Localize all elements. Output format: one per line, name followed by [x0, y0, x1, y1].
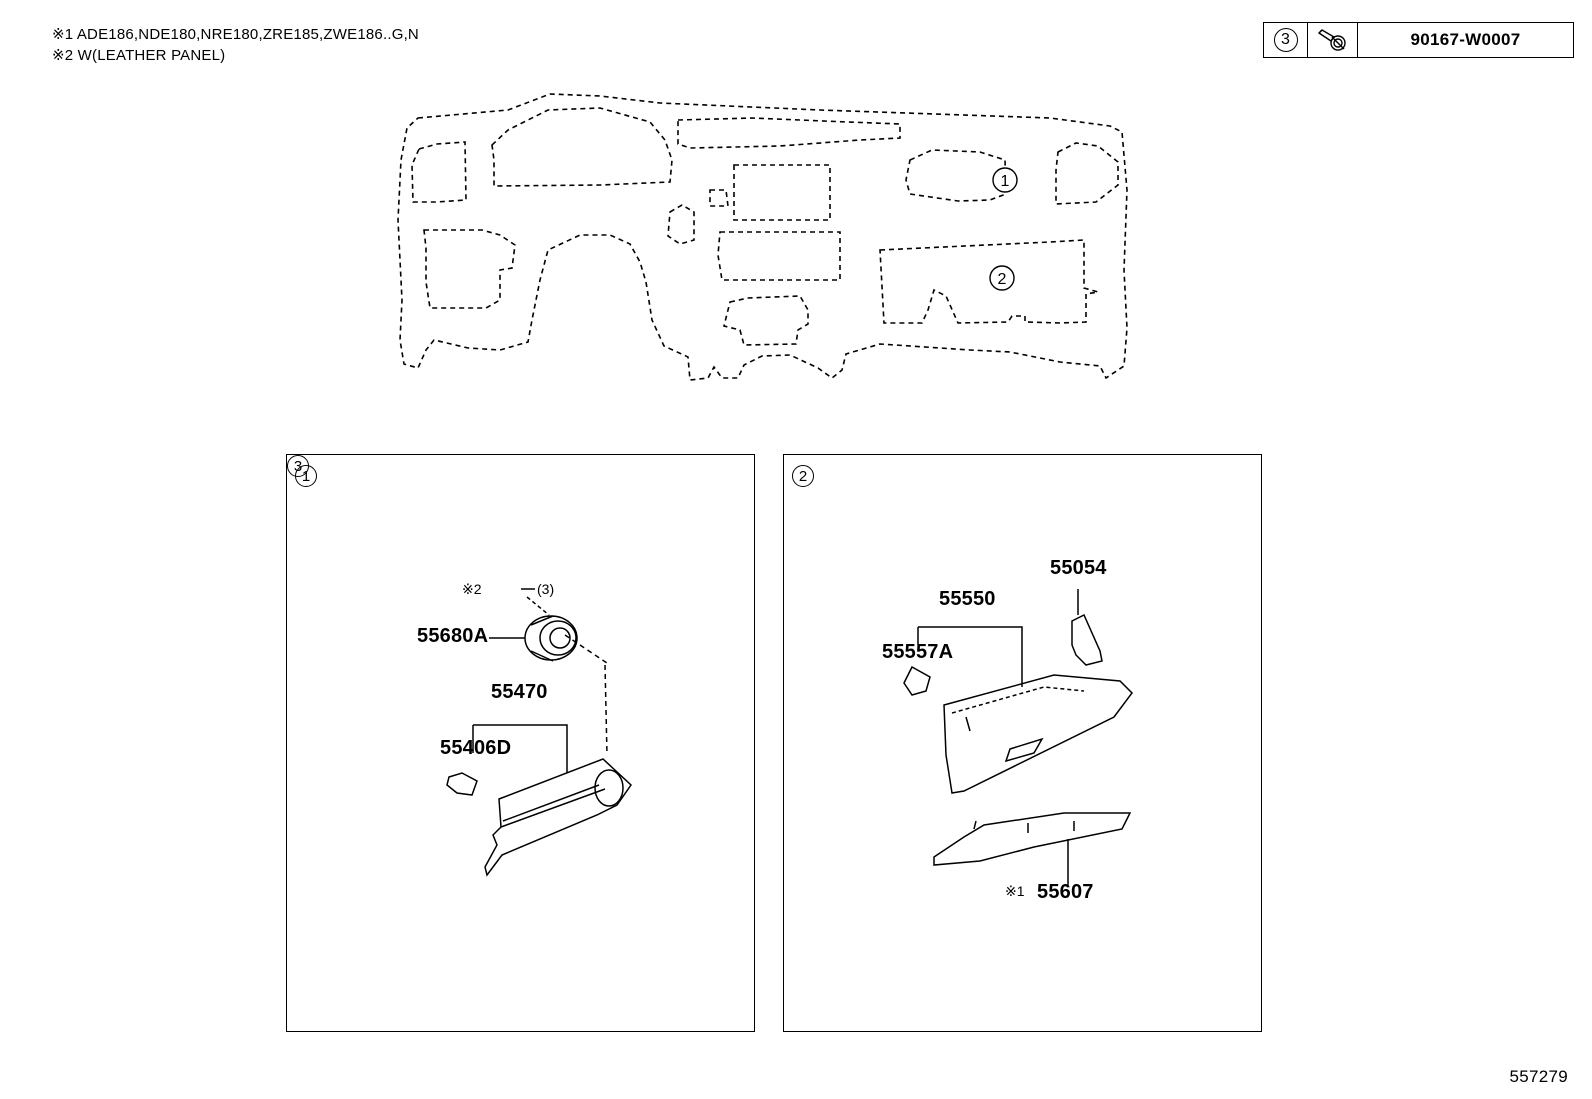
panel-2-illustration — [903, 589, 1133, 885]
part-label-55680a: 55680A — [417, 625, 489, 647]
legend-icon-cell — [1308, 23, 1358, 57]
note-mark-1: ※1 — [1005, 883, 1025, 899]
fastener-quantity: (3) — [537, 581, 555, 597]
part-label-55054: 55054 — [1050, 557, 1107, 579]
overview-callout-1: 1 — [1001, 173, 1010, 190]
note-mark-2: ※2 — [462, 581, 482, 597]
applicability-note-1: ※1 ADE186,NDE180,NRE180,ZRE185,ZWE186..G… — [52, 26, 419, 43]
part-label-55607: 55607 — [1037, 881, 1094, 903]
detail-panel-2: 2 55054 55550 55557A ※1 55607 — [783, 454, 1262, 1032]
bolt-icon — [1317, 29, 1346, 51]
part-label-55406d: 55406D — [440, 737, 512, 759]
legend-part-number: 90167-W0007 — [1410, 30, 1521, 49]
diagram-number: 557279 — [1509, 1067, 1568, 1086]
panel-2-ref: 2 — [792, 465, 814, 487]
legend-ref-number: 3 — [1273, 28, 1298, 52]
panel-1-illustration — [446, 588, 632, 877]
applicability-note-2: ※2 W(LEATHER PANEL) — [52, 47, 226, 64]
panel-1-ref: 1 — [295, 465, 317, 487]
fastener-legend: 3 90167-W0007 — [1263, 22, 1574, 58]
part-label-55557a: 55557A — [882, 641, 954, 663]
part-label-55550: 55550 — [939, 588, 996, 610]
detail-panel-1: 1 ※2 3 (3) 55680A 55470 55406D — [286, 454, 755, 1032]
part-label-55470: 55470 — [491, 681, 548, 703]
legend-ref-cell: 3 — [1264, 23, 1308, 57]
dashboard-overview: 1 2 — [397, 93, 1128, 381]
overview-callout-2: 2 — [998, 271, 1007, 288]
